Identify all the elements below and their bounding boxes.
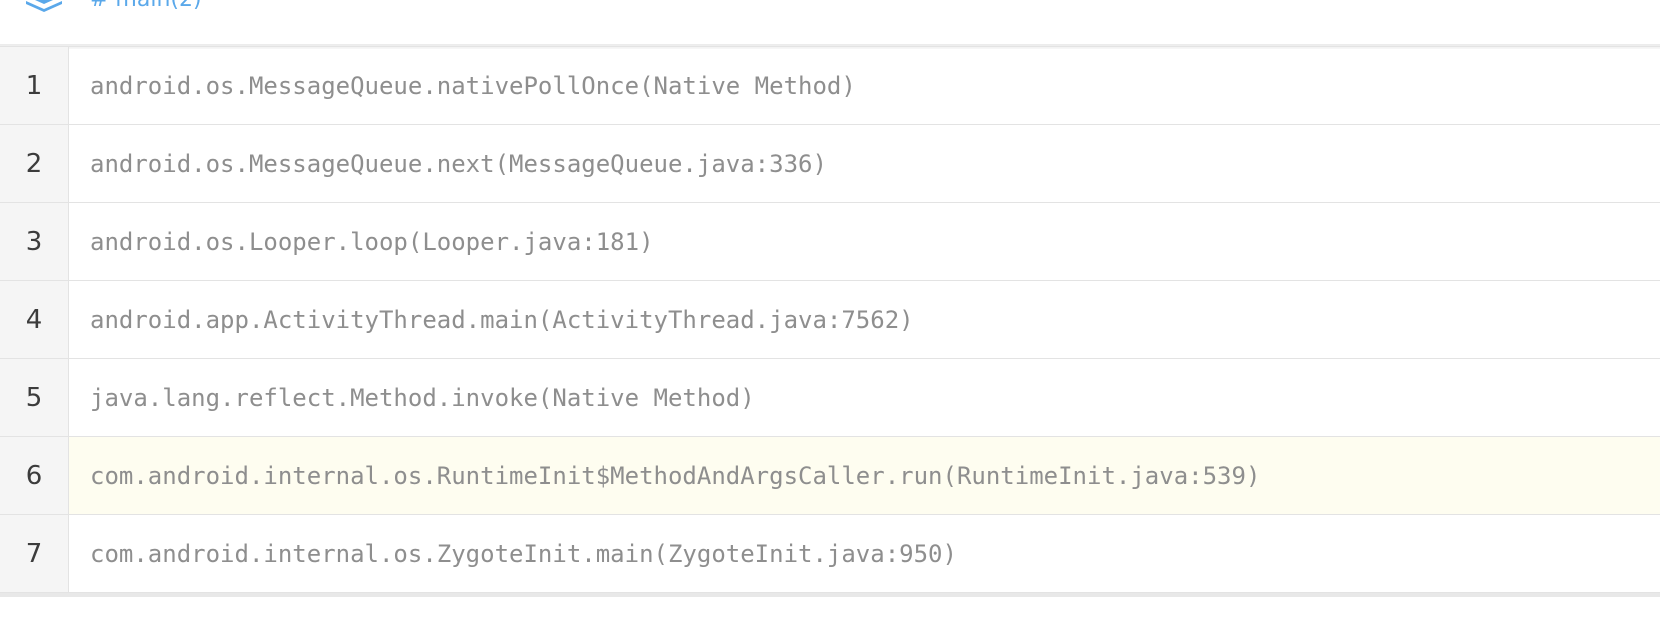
stack-frame-text: android.app.ActivityThread.main(Activity… [90, 305, 914, 334]
line-number: 4 [0, 281, 69, 358]
stack-frame-text: android.os.Looper.loop(Looper.java:181) [90, 227, 654, 256]
line-number: 3 [0, 203, 69, 280]
stack-frame-text: android.os.MessageQueue.next(MessageQueu… [90, 149, 827, 178]
thread-header: # main(2) [0, 0, 1660, 44]
stack-trace-list: 1 android.os.MessageQueue.nativePollOnce… [0, 46, 1660, 597]
stack-frame-text: com.android.internal.os.RuntimeInit$Meth… [69, 437, 1660, 514]
stack-frame-row[interactable]: 3 android.os.Looper.loop(Looper.java:181… [0, 203, 1660, 281]
stack-frame-row[interactable]: 1 android.os.MessageQueue.nativePollOnce… [0, 47, 1660, 125]
line-number: 2 [0, 125, 69, 202]
stack-frame-row[interactable]: 7 com.android.internal.os.ZygoteInit.mai… [0, 515, 1660, 593]
stack-frame-text: android.os.MessageQueue.nativePollOnce(N… [90, 71, 856, 100]
list-bottom-divider [0, 593, 1660, 597]
thread-title[interactable]: # main(2) [90, 0, 202, 14]
stack-frame-text: java.lang.reflect.Method.invoke(Native M… [90, 383, 755, 412]
line-number: 7 [0, 515, 69, 592]
layers-icon [22, 0, 66, 14]
line-number: 5 [0, 359, 69, 436]
line-number: 1 [0, 47, 69, 124]
line-number: 6 [0, 437, 69, 514]
stack-frame-row-highlighted[interactable]: 6 com.android.internal.os.RuntimeInit$Me… [0, 437, 1660, 515]
stack-frame-row[interactable]: 5 java.lang.reflect.Method.invoke(Native… [0, 359, 1660, 437]
stack-frame-row[interactable]: 4 android.app.ActivityThread.main(Activi… [0, 281, 1660, 359]
stack-frame-text: com.android.internal.os.ZygoteInit.main(… [90, 539, 957, 568]
stack-frame-row[interactable]: 2 android.os.MessageQueue.next(MessageQu… [0, 125, 1660, 203]
